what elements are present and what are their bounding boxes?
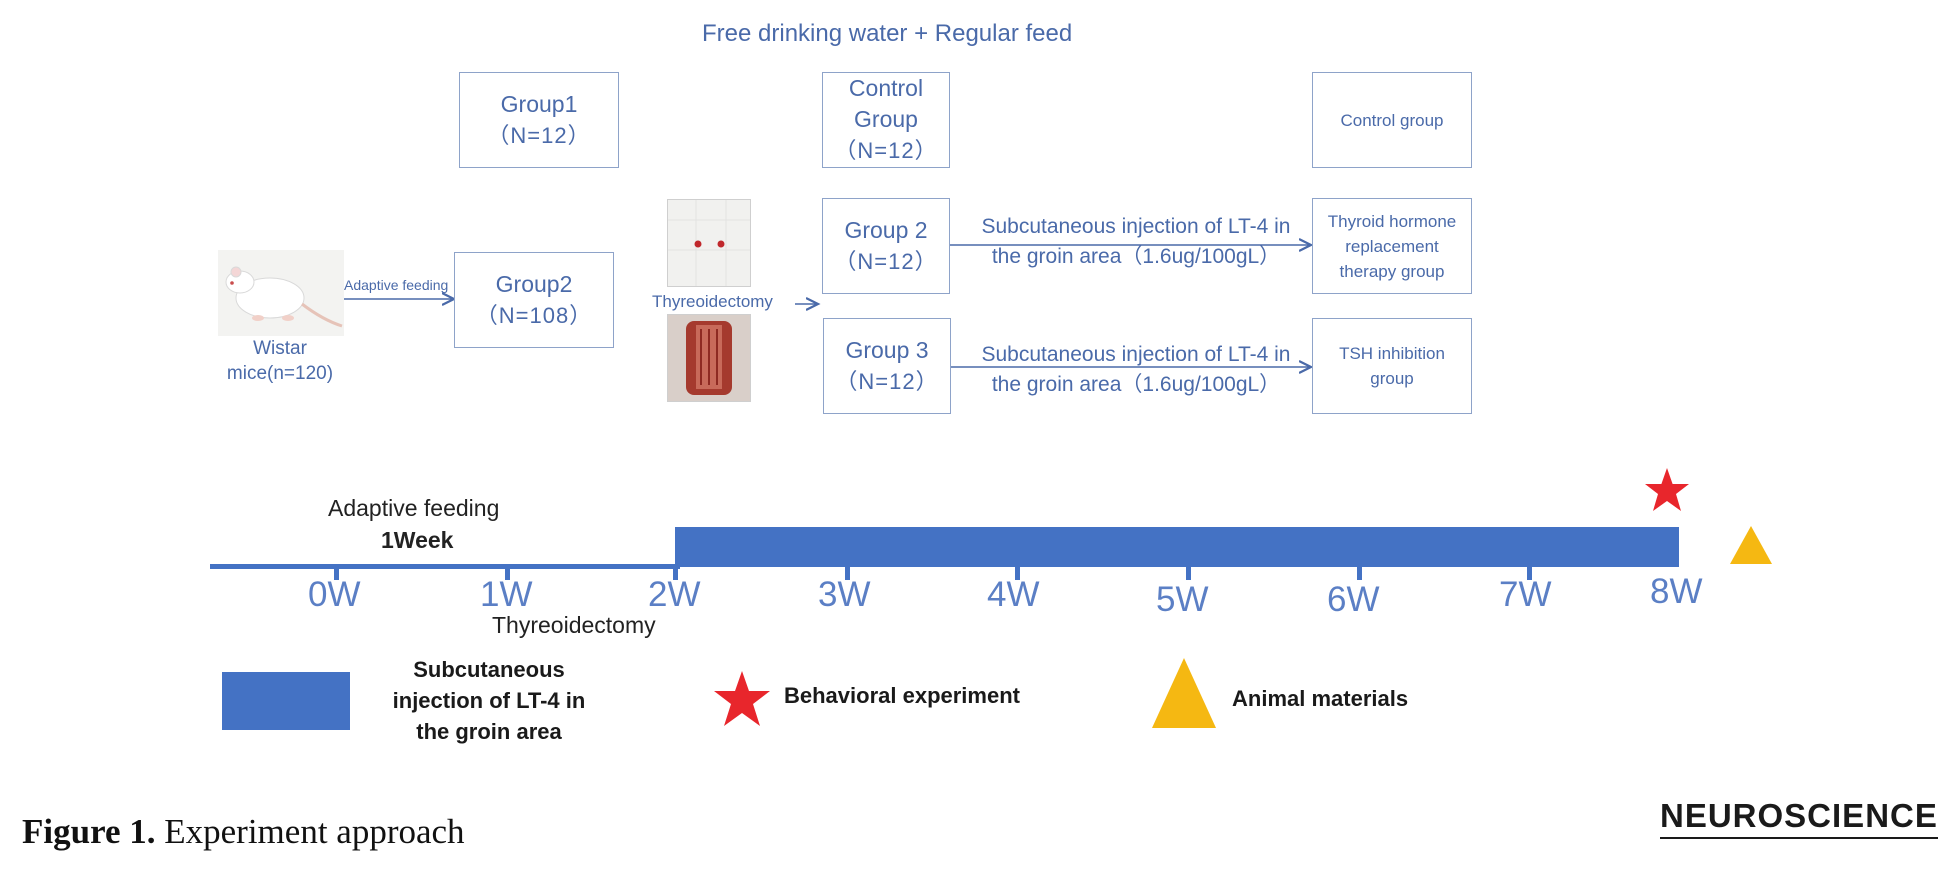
surgery-site-icon <box>686 321 732 395</box>
legend-behavior-label: Behavioral experiment <box>784 683 1020 708</box>
legend-materials-label: Animal materials <box>1232 686 1409 711</box>
tick-mark-2 <box>673 566 678 580</box>
group2-title: Group2 <box>495 271 573 297</box>
tick-mark-4 <box>1015 566 1020 580</box>
figure-caption-label: Figure 1. <box>22 812 156 851</box>
timeline-week-label: 1Week <box>381 527 454 553</box>
tick-mark-0 <box>334 566 339 580</box>
thyreoidectomy-label: Thyreoidectomy <box>652 292 773 311</box>
timeline-injection-bar <box>675 527 1679 567</box>
legend-star-icon <box>714 671 770 726</box>
tick-label-2: 2W <box>648 575 701 614</box>
tick-mark-3 <box>845 566 850 580</box>
timeline-thyreoidectomy-label: Thyreoidectomy <box>492 612 656 638</box>
group-3-box: Group 3 （N=12） <box>823 318 951 414</box>
group1-title: Group1 <box>500 91 578 117</box>
control-group-n: （N=12） <box>834 138 938 163</box>
tsh-outcome-box: TSH inhibition group <box>1312 318 1472 414</box>
incision-marks-icon <box>668 200 750 286</box>
control-group-title: Control Group <box>848 75 924 132</box>
control-group-box: Control Group （N=12） <box>822 72 950 168</box>
tick-mark-7 <box>1527 566 1532 580</box>
tick-label-8: 8W <box>1650 572 1703 611</box>
top-note: Free drinking water + Regular feed <box>702 20 1073 47</box>
replacement-outcome-box: Thyroid hormone replacement therapy grou… <box>1312 198 1472 294</box>
group1-n: （N=12） <box>487 123 591 148</box>
group-2-title: Group 2 <box>844 217 928 243</box>
adaptive-feeding-arrow-label: Adaptive feeding <box>344 277 449 293</box>
timeline-adaptive-label: Adaptive feeding <box>328 495 500 521</box>
control-outcome-box: Control group <box>1312 72 1472 168</box>
tick-mark-1 <box>505 566 510 580</box>
group-2-n: （N=12） <box>834 249 938 274</box>
thyroid-surgery-photo <box>667 314 751 402</box>
tick-label-1: 1W <box>480 575 533 614</box>
tick-label-7: 7W <box>1499 575 1552 614</box>
tick-label-6: 6W <box>1327 580 1380 619</box>
group-3-title: Group 3 <box>845 337 929 363</box>
timeline-baseline <box>210 564 680 569</box>
rat-image <box>218 250 344 336</box>
tsh-outcome-label: TSH inhibition group <box>1339 344 1445 388</box>
replacement-outcome-label: Thyroid hormone replacement therapy grou… <box>1327 211 1457 281</box>
tick-mark-6 <box>1357 566 1362 580</box>
group-3-n: （N=12） <box>835 369 939 394</box>
legend-triangle-icon <box>1152 658 1216 728</box>
group2-n: （N=108） <box>475 303 593 328</box>
g3-treatment-line2: the groin area（1.6ug/100gL） <box>991 373 1281 396</box>
group1-box: Group1 （N=12） <box>459 72 619 168</box>
tick-label-5: 5W <box>1156 580 1209 619</box>
group-2-box: Group 2 （N=12） <box>822 198 950 294</box>
wistar-label: Wistar mice(n=120) <box>226 338 334 384</box>
group2-box: Group2 （N=108） <box>454 252 614 348</box>
tick-label-3: 3W <box>818 575 871 614</box>
tick-label-0: 0W <box>308 575 361 614</box>
legend-injection-label: Subcutaneous injection of LT-4 in the gr… <box>392 657 586 744</box>
g2-treatment-line2: the groin area（1.6ug/100gL） <box>991 245 1281 268</box>
behavior-star-icon <box>1645 468 1689 511</box>
figure-caption: Figure 1. Experiment approach <box>22 812 465 852</box>
figure-caption-text: Experiment approach <box>155 812 465 851</box>
legend-injection-swatch <box>222 672 350 730</box>
tick-label-4: 4W <box>987 575 1040 614</box>
tick-mark-5 <box>1186 566 1191 580</box>
incision-photo <box>667 199 751 287</box>
neuroscience-logo: NEUROSCIENCE <box>1660 797 1938 839</box>
g3-treatment-line1: Subcutaneous injection of LT-4 in <box>981 343 1291 366</box>
control-outcome-label: Control group <box>1340 110 1444 130</box>
materials-triangle-icon <box>1730 526 1772 564</box>
g2-treatment-line1: Subcutaneous injection of LT-4 in <box>981 215 1291 238</box>
